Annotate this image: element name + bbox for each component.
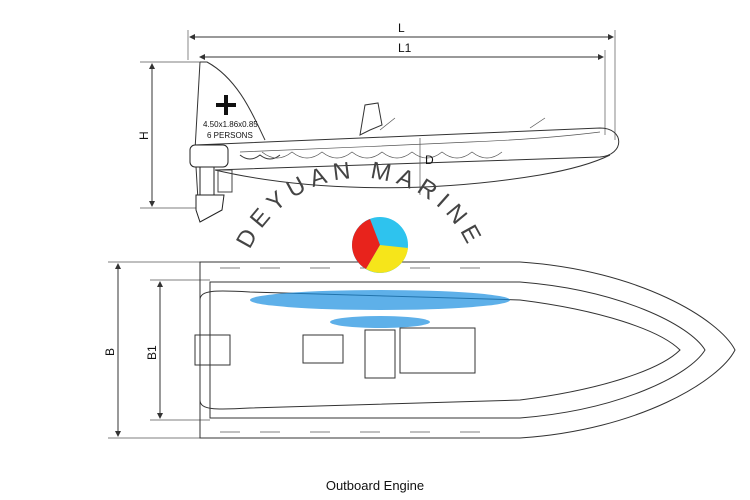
label-D: D	[425, 153, 434, 167]
label-H: H	[137, 131, 151, 140]
label-L1: L1	[398, 41, 412, 55]
dimension-L: L	[187, 21, 616, 140]
label-L: L	[398, 21, 405, 35]
outboard-engine-icon	[189, 144, 233, 223]
caption: Outboard Engine	[325, 478, 425, 493]
dimension-B: B	[103, 261, 210, 439]
dimension-L1: L1	[199, 41, 606, 135]
dimension-H: H	[137, 61, 200, 209]
label-B: B	[103, 348, 117, 356]
plate-size: 4.50x1.86x0.85	[203, 120, 258, 129]
watermark-logo: DEYUAN MARINE	[231, 157, 510, 328]
plus-icon	[216, 95, 236, 115]
side-view-hull: D 4.50x1.86x0.85 6 PERSONS	[189, 61, 620, 223]
label-B1: B1	[145, 345, 159, 360]
plate-capacity: 6 PERSONS	[207, 131, 253, 140]
top-view-hull	[194, 261, 736, 439]
